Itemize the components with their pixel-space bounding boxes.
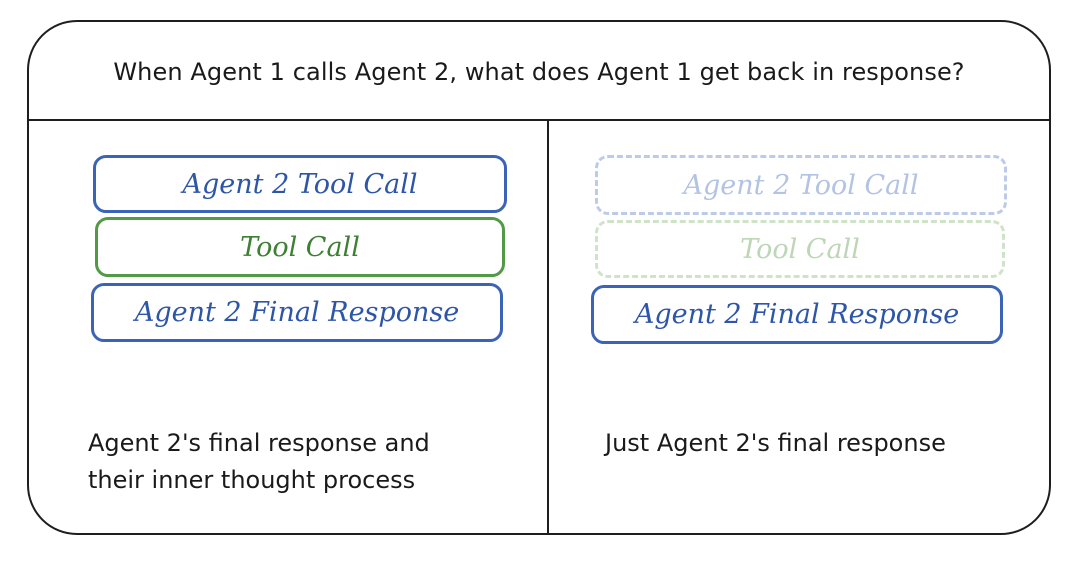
left-caption: Agent 2's final response and their inner… (88, 425, 430, 499)
right-agent2-final-response-label: Agent 2 Final Response (634, 299, 960, 330)
left-caption-line2: their inner thought process (88, 466, 416, 494)
column-divider (547, 120, 549, 535)
left-agent2-tool-call-label: Agent 2 Tool Call (182, 168, 418, 200)
right-caption: Just Agent 2's final response (605, 429, 946, 457)
left-tool-call-block: Tool Call (95, 217, 505, 277)
question-heading: When Agent 1 calls Agent 2, what does Ag… (113, 58, 965, 86)
right-tool-call-label: Tool Call (740, 233, 860, 265)
left-agent2-final-response-label: Agent 2 Final Response (134, 297, 460, 328)
right-agent2-tool-call-label: Agent 2 Tool Call (683, 169, 919, 201)
diagram-frame (27, 20, 1051, 535)
right-tool-call-block-faded: Tool Call (595, 220, 1005, 278)
left-caption-line1: Agent 2's final response and (88, 429, 430, 457)
left-agent2-final-response-block: Agent 2 Final Response (91, 283, 503, 342)
left-agent2-tool-call-block: Agent 2 Tool Call (93, 155, 507, 213)
right-agent2-final-response-block: Agent 2 Final Response (591, 285, 1003, 344)
left-tool-call-label: Tool Call (240, 231, 360, 263)
right-agent2-tool-call-block-faded: Agent 2 Tool Call (595, 155, 1007, 215)
header-divider (27, 119, 1051, 121)
